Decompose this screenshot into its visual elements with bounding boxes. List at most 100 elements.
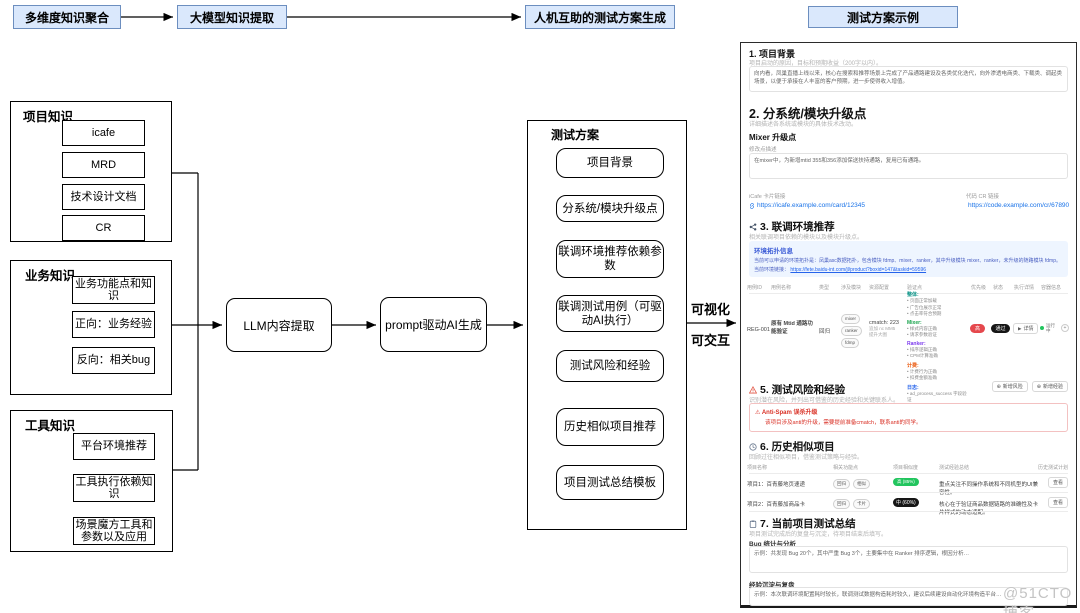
cases-header-name: 用例名称: [771, 285, 792, 291]
step-llm-extraction: 大模型知识提取: [177, 5, 287, 29]
cases-header-modules: 涉及模块: [841, 285, 862, 291]
cases-header-status: 状态: [993, 285, 1004, 291]
similar-row-name: 项目2：百青藤加商品卡: [747, 502, 806, 508]
check-group-name: Ranker:: [907, 340, 926, 347]
cases-header-detail: 执行详情: [1014, 285, 1035, 291]
case-resource-main: cmatch: 223: [869, 320, 899, 326]
warning-triangle-icon: [749, 385, 757, 393]
bug-stats-textarea[interactable]: 示例：共发现 Bug 20个，其中严重 Bug 3个，主要集中在 Ranker …: [749, 546, 1068, 573]
env-link[interactable]: https://fete.baidu-int.com/jl/product?bo…: [790, 267, 927, 273]
add-risk-label: 新增风险: [1002, 384, 1023, 390]
group-tool-knowledge-label: 工具知识: [25, 419, 76, 433]
cr-link-label: 代码 CR 链接: [966, 194, 1000, 200]
plan-item-test-cases: 联调测试用例（可驱动AI执行）: [556, 295, 664, 332]
similar-header-tags: 相关功能点: [833, 465, 859, 471]
bug-stats-label: Bug 统计与分析: [749, 541, 796, 548]
cases-header-type: 类型: [819, 285, 830, 291]
link-icon: [750, 202, 754, 209]
add-experience-label: 新增经验: [1042, 384, 1063, 390]
case-modules: mixer ranker fdmp: [841, 314, 862, 348]
code-cr-link[interactable]: https://code.example.com/cr/67890: [966, 202, 1069, 209]
divider: [749, 293, 1068, 294]
cases-header-container: 容器信息: [1041, 285, 1062, 291]
similar-row-tag: 卡片: [853, 499, 870, 509]
check-group-name: Mixer:: [907, 319, 922, 326]
add-experience-button[interactable]: ⊕新增经验: [1031, 381, 1068, 392]
mixer-upgrade-title: Mixer 升级点: [749, 133, 797, 142]
step-plan-generation: 人机互助的测试方案生成: [525, 5, 675, 29]
play-icon: ▶: [1018, 325, 1022, 331]
container-status-text: 运行中: [1046, 323, 1055, 333]
node-tool-deps: 工具执行依赖知识: [73, 474, 155, 502]
case-detail-label: 详情: [1023, 326, 1034, 332]
doc-section6-title-text: 6. 历史相似项目: [760, 441, 835, 453]
add-risk-button[interactable]: ⊕新增风险: [991, 381, 1028, 392]
priority-badge: 高: [970, 324, 985, 333]
status-badge: 通过: [991, 324, 1010, 333]
cases-header-priority: 优先级: [971, 285, 987, 291]
node-negative-bugs: 反向：相关bug: [72, 347, 155, 374]
icafe-link-label: iCafe 卡片链接: [749, 194, 786, 200]
share-network-icon: [749, 222, 757, 231]
risk-item-title: ⚠ Anti-Spam 误杀升级: [755, 410, 818, 416]
case-id: REG-001: [747, 327, 770, 333]
check-bullet: 请求参数验证: [907, 332, 971, 339]
experience-textarea[interactable]: 示例：本次联调环境配置耗时较长，联调测试数据构造耗时较久，建议后续建设自动化环境…: [749, 587, 1068, 606]
view-button[interactable]: 查看: [1047, 497, 1068, 508]
check-group-name: 日志:: [907, 384, 919, 391]
test-plan-document: 1. 项目背景 项目启动的原因，目标和预期收益（200字以内）。 向内看，凤巢直…: [740, 42, 1077, 608]
plus-circle-icon: ⊕: [1036, 383, 1041, 390]
similar-row-tag: 相似: [853, 479, 870, 489]
doc-section1-subtitle: 项目启动的原因，目标和预期收益（200字以内）。: [749, 61, 883, 67]
doc-section3-title-text: 3. 联调环境推荐: [760, 221, 835, 233]
clipboard-icon: [749, 519, 757, 528]
case-detail-button[interactable]: ▶ 详情: [1013, 323, 1039, 334]
project-background-textarea[interactable]: 向内看，凤巢直播上线以来，核心在搜索和推荐场景上完成了产品通路建设及各类优化迭代…: [749, 66, 1068, 92]
doc-section3-title: 3. 联调环境推荐: [749, 219, 1068, 234]
icafe-card-link[interactable]: https://icafe.example.com/card/12345: [749, 202, 919, 209]
doc-section2-title: 2. 分系统/模块升级点: [749, 107, 867, 121]
node-scene-magic-tools: 场景魔方工具和参数以及应用: [73, 517, 155, 545]
plan-item-upgrade-points: 分系统/模块升级点: [556, 195, 664, 222]
check-group-name: 计费:: [907, 362, 919, 369]
doc-section5-title: 5. 测试风险和经验: [749, 382, 1068, 397]
case-resource-note: 提升大图: [869, 332, 887, 337]
view-button[interactable]: 查看: [1047, 477, 1068, 488]
check-bullet: 点击率符合预期: [907, 311, 971, 318]
similar-row-name: 项目1：百青藤地页速递: [747, 482, 806, 488]
group-test-plan-label: 测试方案: [551, 128, 600, 142]
doc-section2-subtitle: 详细描述各系统或模块的具体技术改动。: [749, 122, 858, 128]
risk-item-card: ⚠ Anti-Spam 误杀升级 该项目涉及anti的升级，需要提前准备cmat…: [749, 403, 1068, 432]
node-mrd: MRD: [62, 152, 145, 178]
check-bullet: 样式内容正确: [907, 326, 971, 333]
group-business-knowledge-label: 业务知识: [25, 269, 76, 283]
bridge-label-visual: 可视化: [691, 302, 731, 317]
divider: [749, 492, 1068, 493]
similar-header-similarity: 项目相似度: [893, 465, 919, 471]
similar-row-tag: 回归: [833, 499, 850, 509]
risk-item-body: 该项目涉及anti的升级，需要提前准备cmatch，联系anti的同学。: [765, 420, 922, 426]
check-bullet: 扣费金额准确: [907, 375, 971, 382]
node-platform-env: 平台环境推荐: [73, 433, 155, 460]
case-name: 原有 Mtid 通路功能验证: [771, 321, 813, 335]
node-tech-design-doc: 技术设计文档: [62, 184, 145, 210]
plan-item-risks: 测试风险和经验: [556, 350, 664, 382]
check-bullet: CPM计算准确: [907, 353, 971, 360]
plus-icon[interactable]: +: [1061, 324, 1069, 332]
doc-section1-title: 1. 项目背景: [749, 49, 796, 59]
mixer-change-textarea[interactable]: 在mixer中，为新增mtid 355和356添加保送扶持通路，复用已有通路。: [749, 153, 1068, 179]
case-resource: cmatch: 223 追加 nc MM5 提升大图: [869, 320, 905, 338]
doc-section3-subtitle: 相关联调项目依赖的模块以及模块升级点。: [749, 235, 864, 241]
similar-header-plan: 历史测试计划: [1037, 465, 1068, 471]
container-status: 运行中: [1040, 323, 1056, 333]
env-topology-infobox: 环境拓扑信息 当前可以申请的环境拓扑是：凤巢asc数据拓扑，包含模块 fdmp、…: [749, 241, 1068, 277]
plus-circle-icon: ⊕: [996, 383, 1001, 390]
node-prompt-ai-generate: prompt驱动AI生成: [380, 297, 487, 352]
icafe-link-url: https://icafe.example.com/card/12345: [757, 202, 866, 209]
similar-row-summary: 核心在于验证商品数据链路的准确性及卡片样式的动态适配。: [939, 502, 1039, 516]
doc-section5-subtitle: 识别潜在风险，并列出可借鉴的历史经验和关键联系人。: [749, 398, 900, 404]
plan-item-summary-template: 项目测试总结模板: [556, 465, 664, 500]
env-link-label: 当前环境链接：: [754, 267, 790, 273]
similar-row-tag: 回归: [833, 479, 850, 489]
